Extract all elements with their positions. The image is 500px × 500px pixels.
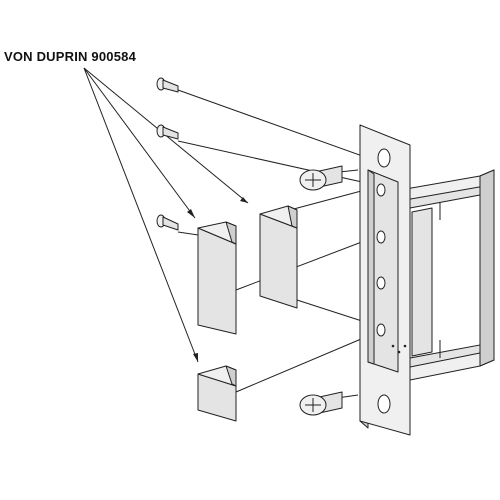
mounting-screw-top [299,165,343,191]
shim-screw-3 [156,214,179,231]
shim-spacer-1 [197,221,237,335]
shim-spacer-2 [259,205,298,309]
strike-faceplate [359,124,411,436]
shim-spacer-3 [197,365,237,422]
strike-body [399,169,495,383]
shim-screw-2 [156,124,179,140]
part-number-callout: VON DUPRIN 900584 [4,49,137,64]
mounting-screw-bottom [299,391,343,416]
shim-screw-1 [156,77,179,93]
